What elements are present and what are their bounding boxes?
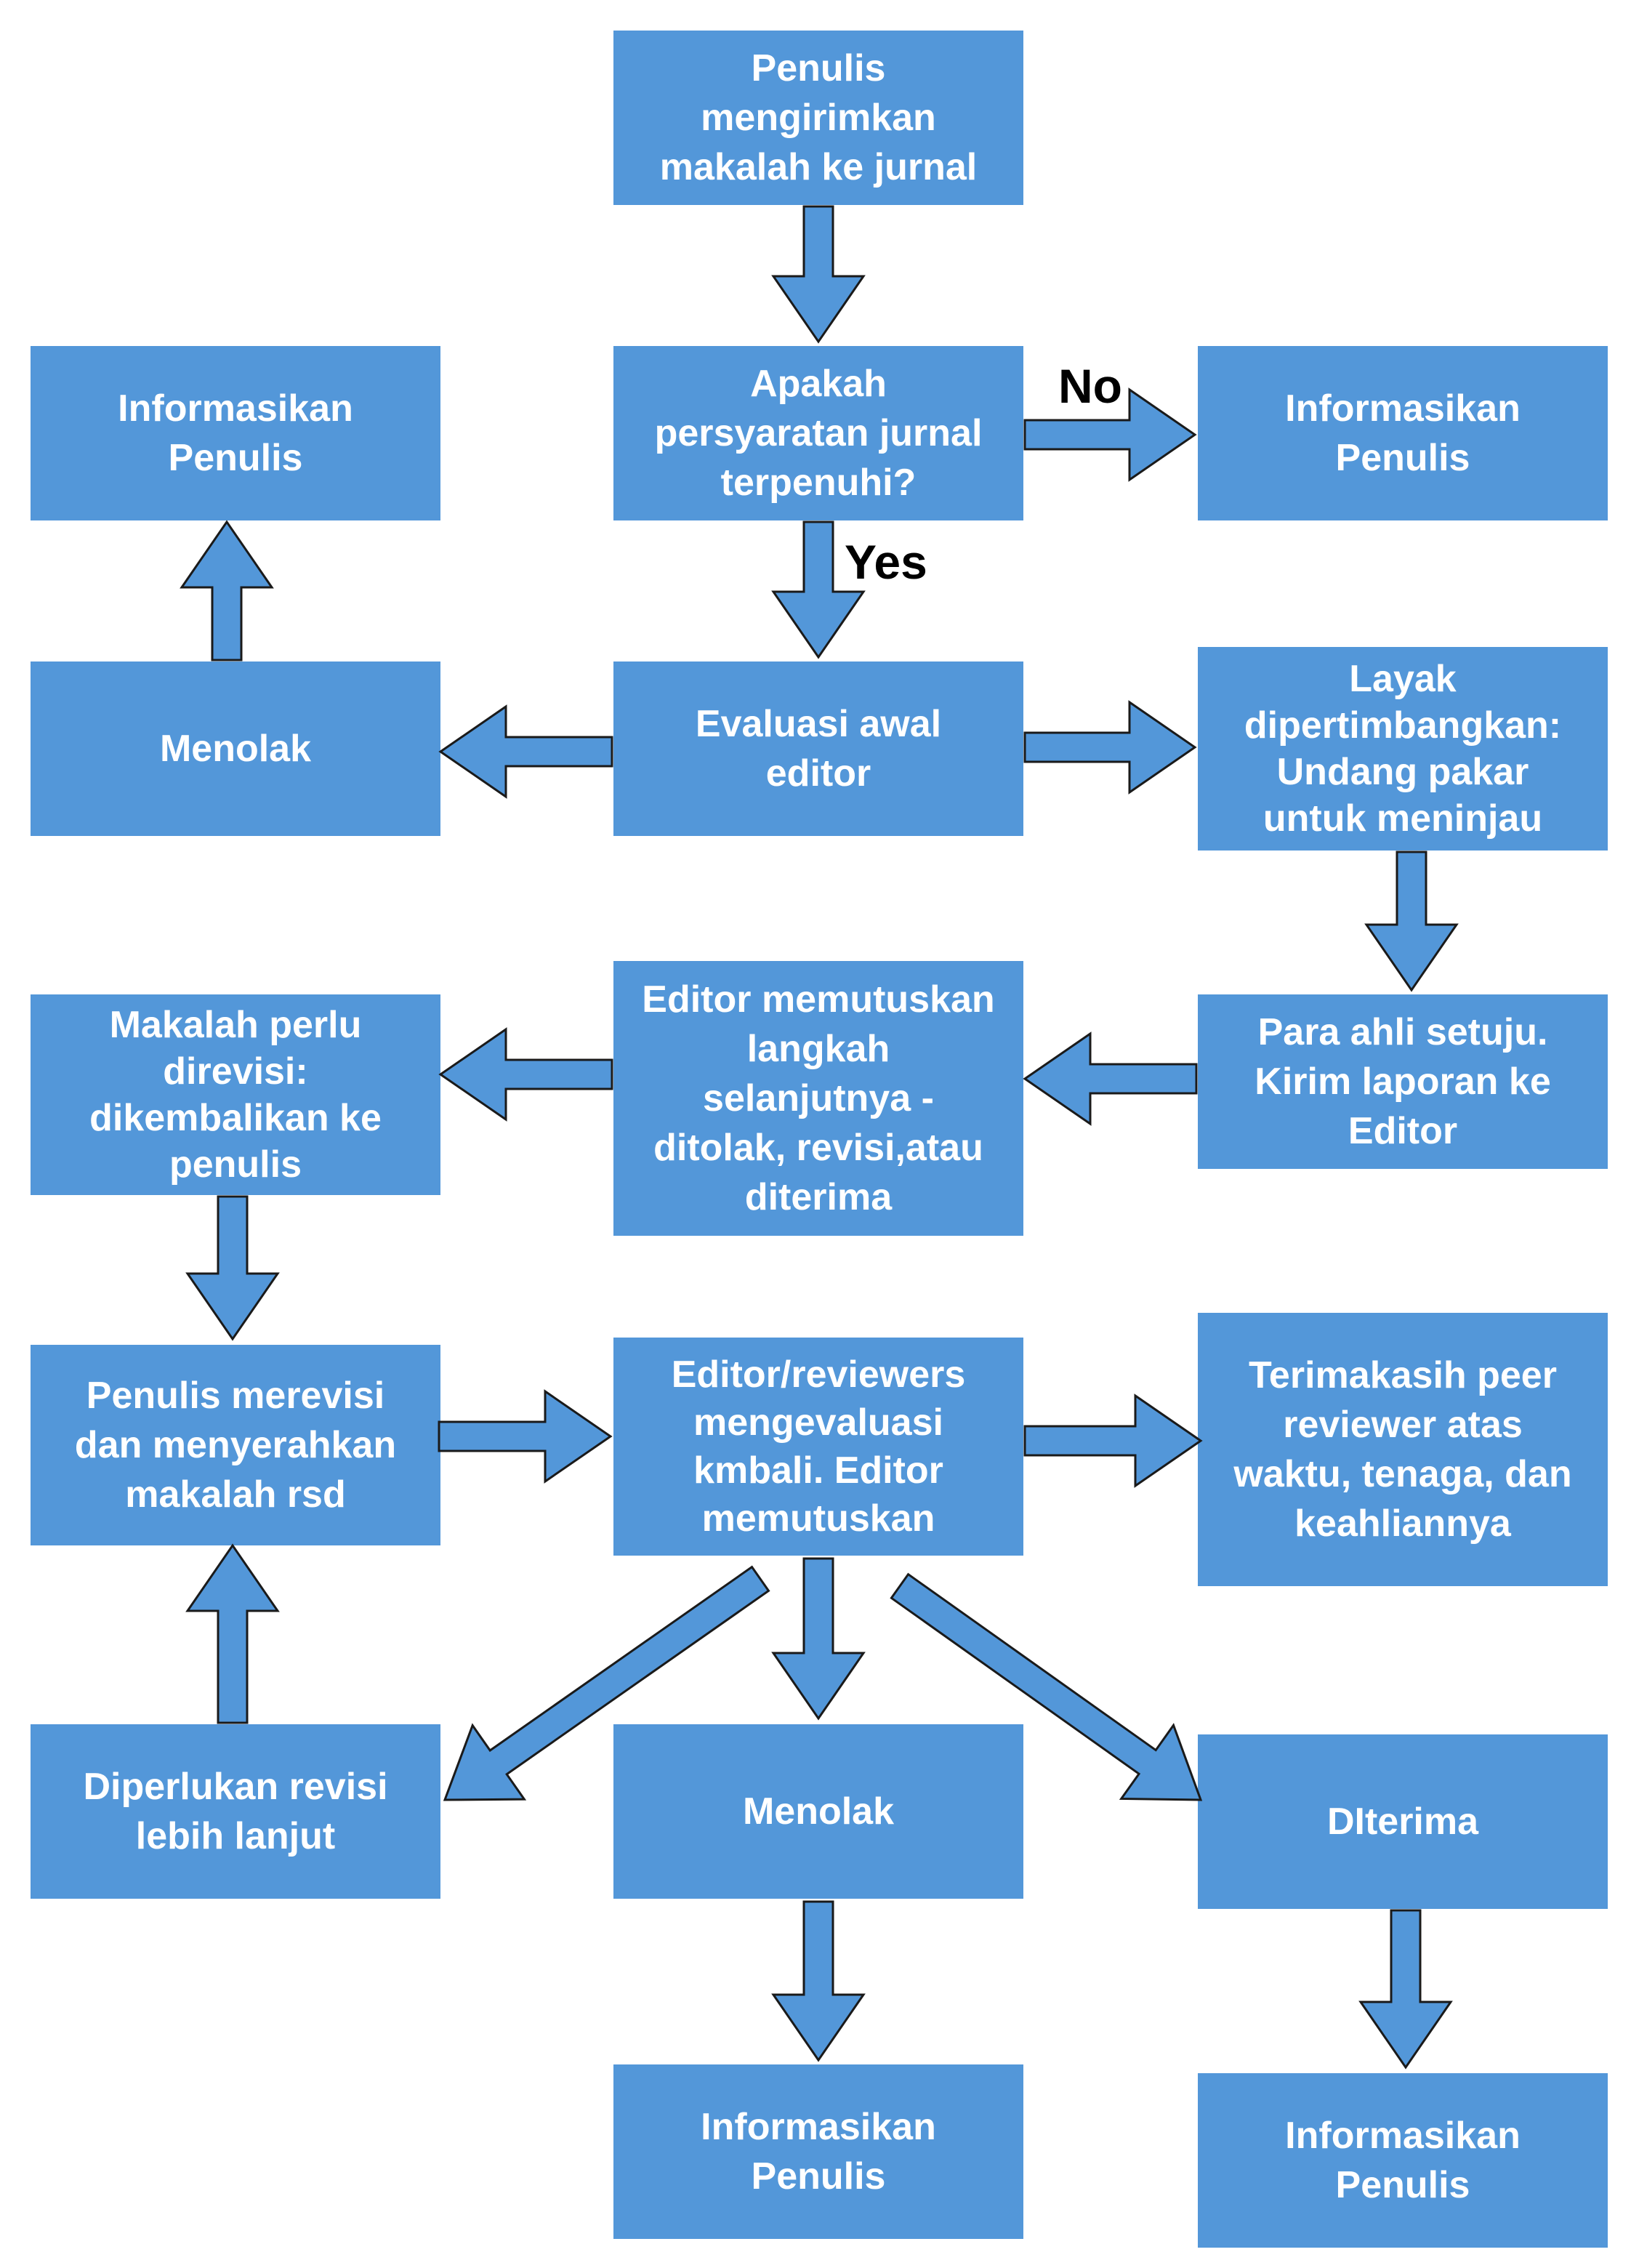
node-inform-left-top: Informasikan Penulis xyxy=(31,346,440,520)
arrow-invite-to-experts xyxy=(1364,850,1459,992)
node-inform-left-top-label: Informasikan Penulis xyxy=(118,387,353,479)
arrow-editor-to-revision xyxy=(438,1027,613,1122)
node-reject-final-label: Menolak xyxy=(742,1790,895,1833)
arrow-requirements-no xyxy=(1023,387,1197,482)
arrow-author-to-reevaluate xyxy=(438,1389,613,1484)
node-editor-decides-label: Editor memutuskan langkah selanjutnya - … xyxy=(642,978,995,1218)
node-invite-reviewers-label: Layak dipertimbangkan: Undang pakar untu… xyxy=(1244,658,1562,840)
arrow-reevaluate-to-further xyxy=(443,1565,770,1801)
node-author-revises-label: Penulis merevisi dan menyerahkan makalah… xyxy=(74,1375,397,1516)
node-reject-initial-label: Menolak xyxy=(159,728,312,770)
arrow-revision-to-author xyxy=(185,1195,280,1341)
node-re-evaluate-label: Editor/reviewers mengevaluasi kmbali. Ed… xyxy=(671,1354,966,1540)
node-needs-revision: Makalah perlu direvisi: dikembalikan ke … xyxy=(31,994,440,1195)
node-author-revises: Penulis merevisi dan menyerahkan makalah… xyxy=(31,1345,440,1545)
node-further-revision: Diperlukan revisi lebih lanjut xyxy=(31,1724,440,1899)
arrow-reevaluate-to-accepted xyxy=(890,1572,1203,1801)
node-inform-bottom-right: Informasikan Penulis xyxy=(1198,2073,1608,2248)
node-experts-agree: Para ahli setuju. Kirim laporan ke Edito… xyxy=(1198,994,1608,1169)
node-initial-eval: Evaluasi awal editor xyxy=(613,662,1023,836)
node-experts-agree-label: Para ahli setuju. Kirim laporan ke Edito… xyxy=(1255,1011,1551,1152)
node-submit-label: Penulis mengirimkan makalah ke jurnal xyxy=(659,47,978,188)
edge-label-yes: Yes xyxy=(845,535,927,589)
node-editor-decides: Editor memutuskan langkah selanjutnya - … xyxy=(613,961,1023,1236)
node-needs-revision-label: Makalah perlu direvisi: dikembalikan ke … xyxy=(89,1004,382,1186)
node-thank-reviewers: Terimakasih peer reviewer atas waktu, te… xyxy=(1198,1313,1608,1586)
edge-label-no: No xyxy=(1058,359,1122,413)
arrow-requirements-yes xyxy=(771,520,866,659)
node-inform-bottom-center-label: Informasikan Penulis xyxy=(701,2106,936,2197)
node-accepted: DIterima xyxy=(1198,1734,1608,1909)
arrow-further-to-author xyxy=(185,1543,280,1724)
arrow-submit-to-requirements xyxy=(771,205,866,344)
arrow-eval-to-invite xyxy=(1023,700,1197,795)
node-reject-final: Menolak xyxy=(613,1724,1023,1899)
node-inform-bottom-right-label: Informasikan Penulis xyxy=(1285,2115,1521,2206)
node-invite-reviewers: Layak dipertimbangkan: Undang pakar untu… xyxy=(1198,647,1608,850)
node-accepted-label: DIterima xyxy=(1326,1801,1479,1843)
node-inform-bottom-center: Informasikan Penulis xyxy=(613,2064,1023,2239)
arrow-eval-to-reject xyxy=(438,704,613,799)
node-requirements: Apakah persyaratan jurnal terpenuhi? xyxy=(613,346,1023,520)
node-inform-right-top: Informasikan Penulis xyxy=(1198,346,1608,520)
arrow-reevaluate-to-reject xyxy=(771,1557,866,1721)
arrow-reevaluate-to-thank xyxy=(1023,1394,1203,1488)
node-thank-reviewers-label: Terimakasih peer reviewer atas waktu, te… xyxy=(1233,1354,1572,1545)
node-reject-initial: Menolak xyxy=(31,662,440,836)
node-requirements-label: Apakah persyaratan jurnal terpenuhi? xyxy=(654,363,983,504)
arrow-accepted-to-inform-bottom xyxy=(1358,1909,1453,2070)
node-submit: Penulis mengirimkan makalah ke jurnal xyxy=(613,31,1023,205)
node-further-revision-label: Diperlukan revisi lebih lanjut xyxy=(83,1766,388,1857)
node-re-evaluate: Editor/reviewers mengevaluasi kmbali. Ed… xyxy=(613,1338,1023,1556)
node-inform-right-top-label: Informasikan Penulis xyxy=(1285,387,1521,479)
arrow-reject-to-inform-bottom xyxy=(771,1900,866,2062)
arrow-reject-to-inform xyxy=(180,520,274,662)
node-initial-eval-label: Evaluasi awal editor xyxy=(695,703,942,795)
arrow-experts-to-editor xyxy=(1023,1032,1198,1126)
